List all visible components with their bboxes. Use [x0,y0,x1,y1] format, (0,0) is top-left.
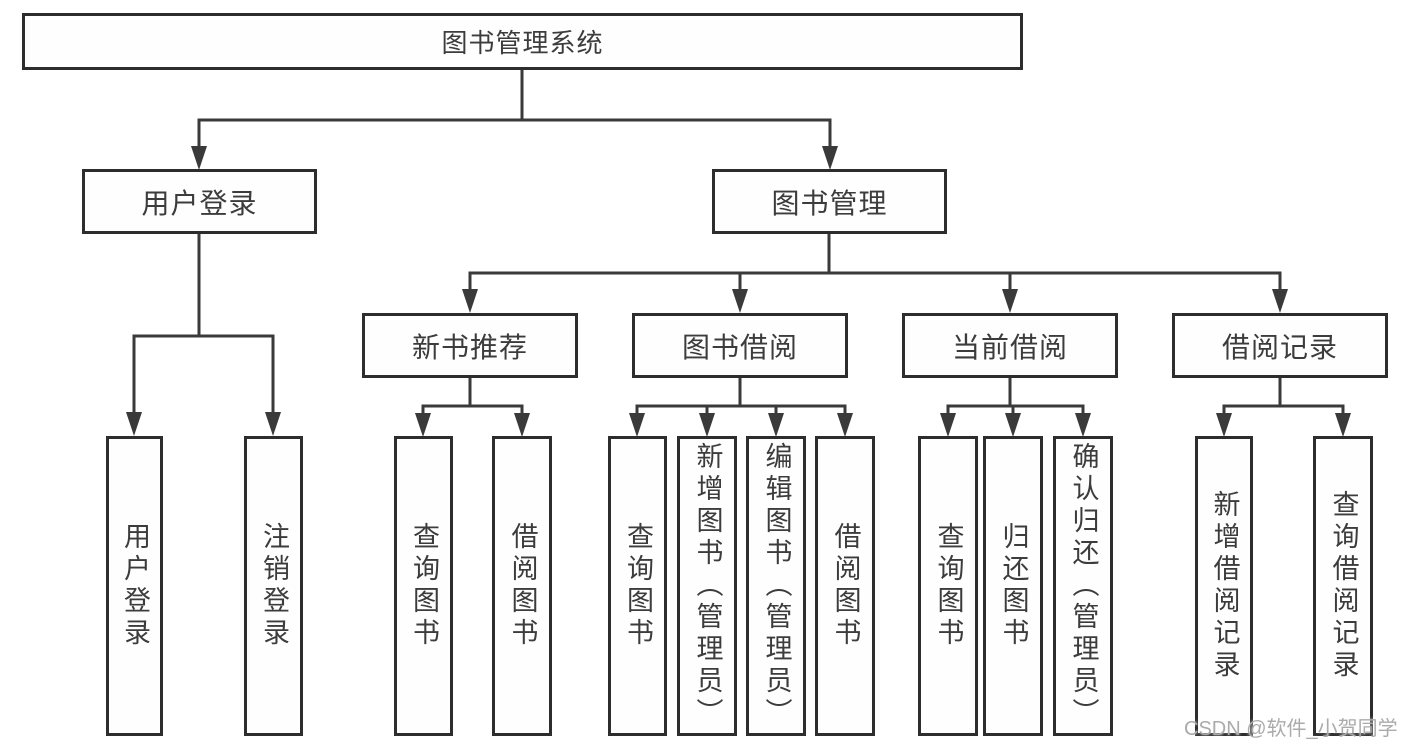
node-label: 借阅记录 [1221,331,1338,363]
arrowhead [1272,289,1288,313]
arrowhead [1216,413,1232,437]
leaf-query-books-borrowing: 查询图书 [608,436,667,736]
connector-book-borrowing-to-leaves [635,378,847,415]
arrowhead [1002,289,1018,313]
node-label: 查询图书 [409,522,439,650]
node-book-management: 图书管理 [712,169,947,234]
leaf-confirm-return-admin: 确认归还（管理员） [1053,436,1113,736]
node-borrowing-records: 借阅记录 [1172,313,1388,378]
csdn-watermark: CSDN @软件_小贺同学 [1184,718,1398,740]
node-label: 新增图书（管理员） [692,442,723,730]
node-label: 用户登录 [120,522,150,650]
leaf-add-book-admin: 新增图书（管理员） [677,436,737,736]
node-label: 当前借阅 [951,331,1068,363]
node-user-login: 用户登录 [82,169,317,234]
node-label: 图书管理 [771,187,888,219]
node-label: 新书推荐 [411,331,528,363]
arrowhead [732,289,748,313]
arrowhead [265,412,281,436]
leaf-add-borrow-record: 新增借阅记录 [1195,436,1253,736]
leaf-logout: 注销登录 [244,436,303,736]
node-label: 新增借阅记录 [1209,490,1240,682]
node-library-management-system: 图书管理系统 [22,13,1023,70]
node-label: 用户登录 [141,187,258,219]
arrowhead [768,413,784,437]
node-label: 查询图书 [933,522,964,650]
leaf-user-login: 用户登录 [106,436,163,736]
node-label: 归还图书 [998,522,1029,650]
arrowhead [1335,413,1351,437]
leaf-edit-book-admin: 编辑图书（管理员） [746,436,806,736]
arrowhead [940,413,956,437]
node-label: 查询借阅记录 [1328,490,1359,682]
arrowhead [126,412,142,436]
arrowhead [514,413,530,437]
leaf-query-books-recommend: 查询图书 [394,436,453,736]
arrowhead [629,413,645,437]
arrowhead [699,413,715,437]
connector-book-management-to-level2 [468,234,1282,291]
arrowhead [822,146,838,170]
arrowhead [1005,413,1021,437]
arrowhead [1075,413,1091,437]
leaf-query-borrow-record: 查询借阅记录 [1313,436,1373,736]
node-label: 图书管理系统 [441,28,604,58]
node-label: 借阅图书 [830,522,861,650]
leaf-query-books-current: 查询图书 [918,436,978,736]
arrowhead [191,146,207,170]
connector-borrowing-records-to-leaves [1222,378,1345,415]
node-label: 查询图书 [623,522,653,650]
node-label: 编辑图书（管理员） [761,442,792,730]
arrowhead [415,413,431,437]
node-label: 借阅图书 [507,522,538,650]
leaf-return-book: 归还图书 [983,436,1043,736]
connector-user-login-to-leaves [132,234,275,414]
connector-root-to-level1 [197,70,832,148]
connector-new-book-recommend-to-leaves [421,378,524,415]
node-book-borrowing: 图书借阅 [632,313,848,378]
node-new-book-recommend: 新书推荐 [362,313,578,378]
leaf-borrow-books-borrowing: 借阅图书 [815,436,875,736]
arrowhead [462,289,478,313]
node-label: 图书借阅 [681,331,798,363]
leaf-borrow-books-recommend: 借阅图书 [492,436,552,736]
node-current-borrowing: 当前借阅 [902,313,1118,378]
node-label: 确认归还（管理员） [1068,442,1099,730]
arrowhead [837,413,853,437]
node-label: 注销登录 [259,522,289,650]
connector-current-borrowing-to-leaves [946,378,1085,415]
